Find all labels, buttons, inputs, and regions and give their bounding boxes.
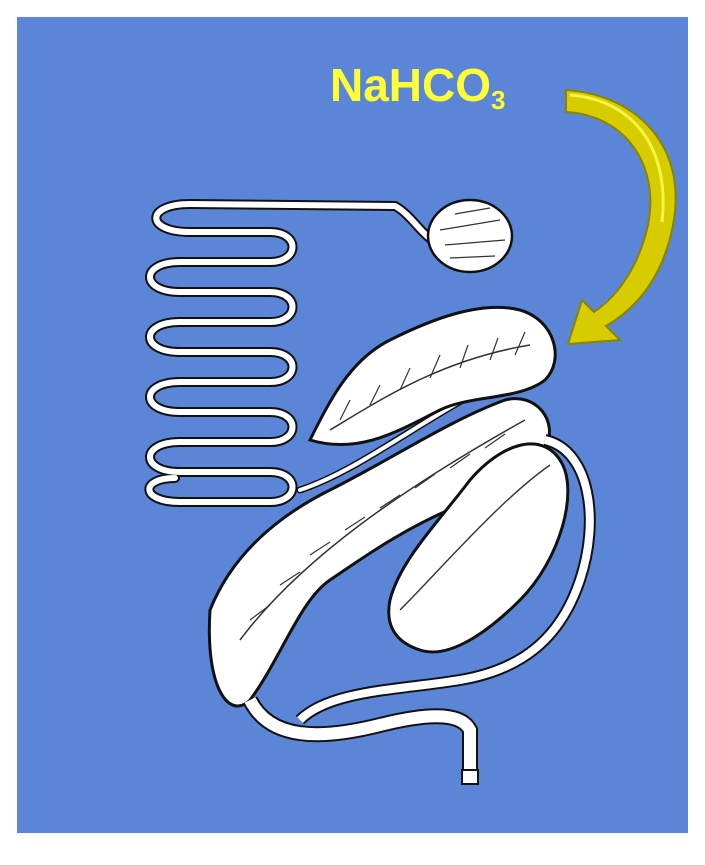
tube-end xyxy=(462,770,478,784)
curved-arrow xyxy=(566,90,676,344)
gland xyxy=(428,200,512,272)
intestine-lower xyxy=(250,700,478,784)
